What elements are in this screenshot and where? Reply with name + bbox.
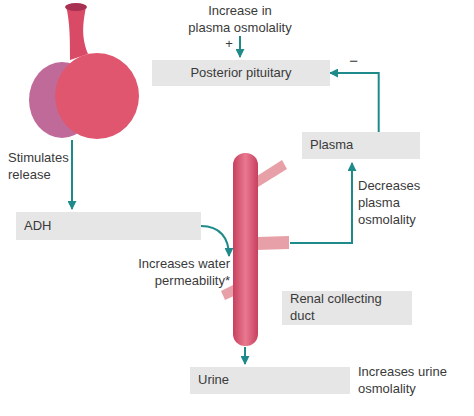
box-text: Renal collecting duct bbox=[290, 291, 404, 325]
edge-label: − bbox=[349, 51, 358, 71]
process-box: Urine bbox=[190, 367, 350, 394]
process-box: ADH bbox=[16, 212, 201, 240]
collecting-duct-illustration bbox=[221, 153, 289, 346]
box-text: ADH bbox=[24, 218, 193, 235]
annotation-text: Increases water permeability* bbox=[126, 256, 230, 290]
annotation-text: Increase in plasma osmolality bbox=[186, 3, 294, 37]
flow-arrow bbox=[239, 36, 241, 57]
annotation-text: Decreases plasma osmolality bbox=[358, 178, 453, 229]
process-box: Posterior pituitary bbox=[152, 60, 330, 86]
flow-arrow bbox=[201, 226, 229, 256]
annotation-text: Increases urine osmolality bbox=[358, 364, 468, 398]
box-text: Plasma bbox=[310, 137, 412, 154]
process-box: Renal collecting duct bbox=[282, 291, 412, 325]
process-box: Plasma bbox=[302, 132, 420, 159]
box-text: Urine bbox=[198, 372, 342, 389]
box-text: Posterior pituitary bbox=[160, 65, 322, 82]
pituitary-illustration bbox=[29, 3, 139, 139]
flow-arrow bbox=[290, 163, 352, 243]
annotation-text: + bbox=[222, 36, 236, 53]
flow-arrow bbox=[244, 347, 246, 364]
annotation-text: Stimulates release bbox=[8, 150, 78, 184]
feedback-arrow bbox=[330, 73, 379, 132]
flow-arrow bbox=[71, 140, 73, 209]
